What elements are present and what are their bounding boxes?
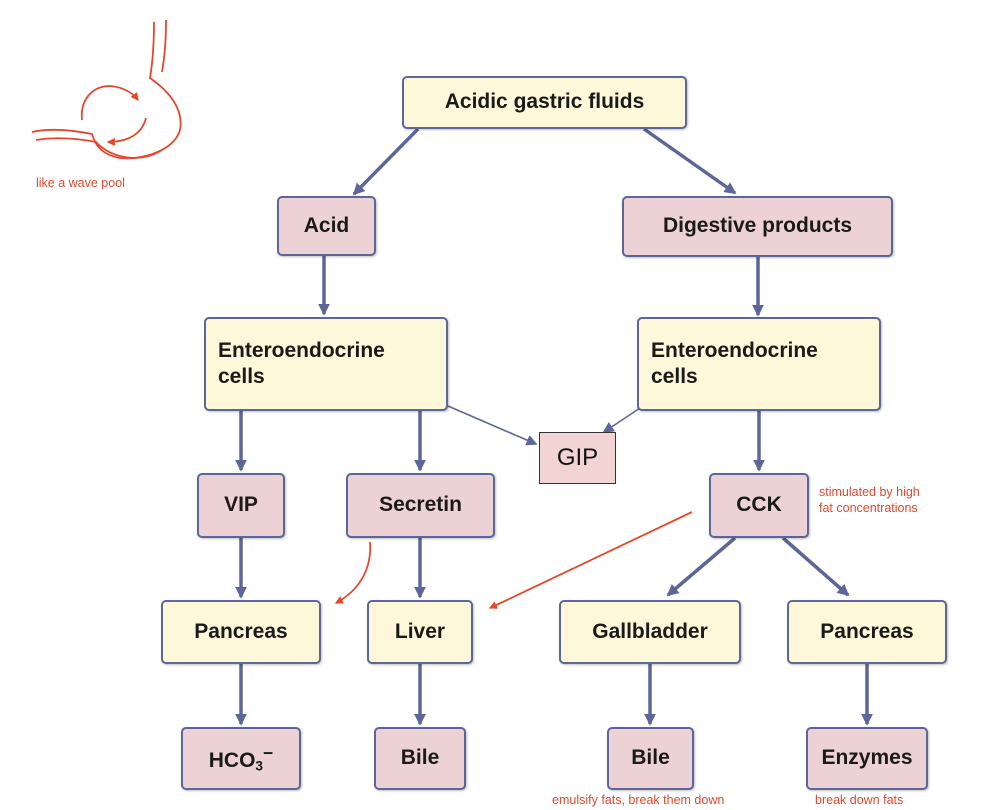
node-acid: Acid bbox=[277, 196, 376, 256]
annotation-enzymes: break down fats bbox=[815, 793, 904, 807]
node-enteroendocrine-cells-left: Enteroendocrine cells bbox=[204, 317, 448, 411]
node-enteroendocrine-cells-right: Enteroendocrine cells bbox=[637, 317, 881, 411]
node-hco3: HCO3− bbox=[181, 727, 301, 790]
node-label: Gallbladder bbox=[592, 619, 708, 643]
node-pancreas-left: Pancreas bbox=[161, 600, 321, 664]
node-label: Enteroendocrine cells bbox=[651, 338, 818, 388]
node-label: Acid bbox=[303, 213, 350, 237]
annotation-cck-line1: stimulated by high bbox=[819, 485, 920, 499]
node-enzymes: Enzymes bbox=[806, 727, 928, 790]
node-label: CCK bbox=[736, 493, 782, 517]
annotation-drawings bbox=[31, 19, 693, 609]
node-label: HCO3− bbox=[209, 743, 274, 774]
red-arrow-secretin-pancreas bbox=[334, 541, 372, 604]
node-label: Enteroendocrine cells bbox=[218, 338, 385, 388]
node-gallbladder: Gallbladder bbox=[559, 600, 741, 664]
edge-cck-pancreas bbox=[781, 536, 850, 597]
edge-enteroendocrine-left-gip bbox=[447, 405, 538, 446]
node-label: VIP bbox=[224, 493, 258, 517]
node-label: Bile bbox=[400, 746, 440, 770]
red-arrow-cck-liver bbox=[488, 511, 693, 609]
annotation-wave-pool: like a wave pool bbox=[36, 176, 125, 190]
node-bile-left: Bile bbox=[374, 727, 466, 790]
annotation-cck-line2: fat concentrations bbox=[819, 501, 918, 515]
node-bile-right: Bile bbox=[607, 727, 694, 790]
hco3-base: HCO bbox=[208, 748, 256, 772]
node-acidic-gastric-fluids: Acidic gastric fluids bbox=[402, 76, 687, 129]
edge-enteroendocrine-right-gip bbox=[602, 407, 641, 433]
edge-fluids-digestive bbox=[642, 127, 737, 195]
node-liver: Liver bbox=[367, 600, 473, 664]
hco3-charge: − bbox=[263, 742, 274, 763]
edge-cck-gallbladder bbox=[666, 536, 737, 597]
node-cck: CCK bbox=[709, 473, 809, 538]
node-label: Pancreas bbox=[194, 619, 288, 643]
node-digestive-products: Digestive products bbox=[622, 196, 893, 257]
node-vip: VIP bbox=[197, 473, 285, 538]
node-label: Bile bbox=[631, 746, 670, 770]
node-gip: GIP bbox=[539, 432, 616, 484]
node-label: Digestive products bbox=[662, 214, 853, 238]
node-label: Liver bbox=[394, 619, 446, 643]
node-label: Secretin bbox=[379, 493, 462, 517]
edge-fluids-acid bbox=[352, 127, 420, 196]
node-label: Acidic gastric fluids bbox=[444, 90, 645, 114]
node-secretin: Secretin bbox=[346, 473, 495, 538]
node-label: Enzymes bbox=[821, 746, 913, 770]
wave-pool-sketch bbox=[31, 19, 182, 160]
node-label: Pancreas bbox=[820, 619, 914, 643]
annotation-bile: emulsify fats, break them down bbox=[552, 793, 725, 807]
node-label: GIP bbox=[556, 444, 599, 471]
hco3-subscript: 3 bbox=[255, 758, 264, 774]
node-pancreas-right: Pancreas bbox=[787, 600, 947, 664]
